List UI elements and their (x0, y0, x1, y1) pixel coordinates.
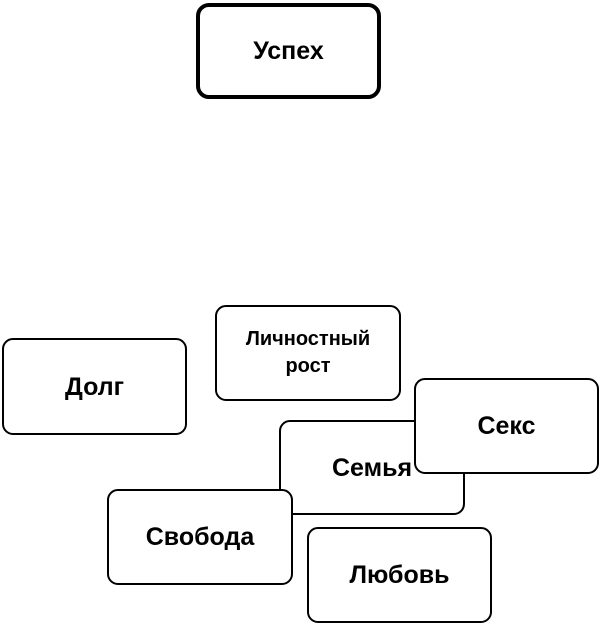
card-label: Любовь (349, 561, 450, 589)
card-uspekh: Успех (196, 3, 381, 99)
card-label: Секс (477, 412, 536, 440)
card-label: Успех (253, 37, 324, 65)
card-label: Семья (331, 453, 413, 482)
card-lichnostnyi-rost: Личностный рост (215, 305, 401, 401)
card-svoboda: Свобода (107, 489, 293, 585)
card-label: Долг (64, 372, 125, 401)
card-label: Личностный рост (245, 328, 371, 377)
card-seks: Секс (414, 378, 599, 474)
card-dolg: Долг (2, 338, 187, 435)
card-label: Свобода (145, 523, 255, 551)
card-lyubov: Любовь (307, 527, 492, 623)
